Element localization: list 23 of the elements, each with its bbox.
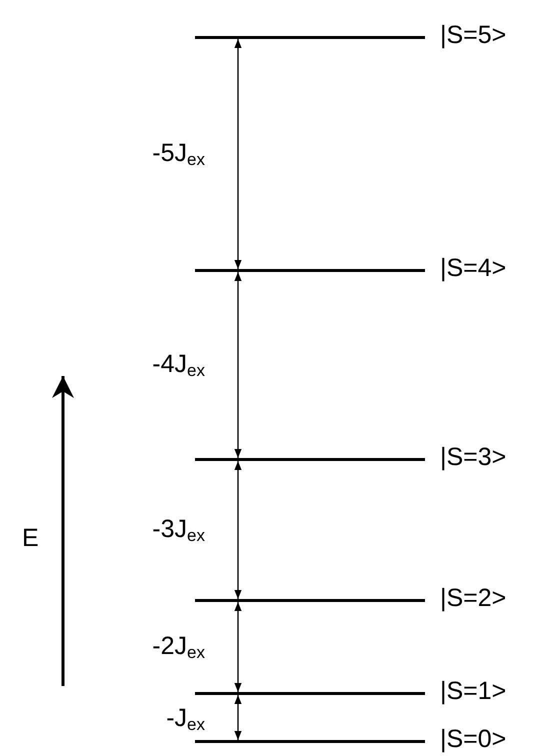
state-label: |S=4> [440, 254, 506, 282]
energy-level-line [195, 36, 425, 39]
double-arrow [234, 602, 242, 692]
energy-gap-label: -3J$_{ex}$ [152, 514, 205, 546]
state-label: |S=3> [440, 443, 506, 471]
state-label: |S=0> [440, 725, 506, 753]
energy-gap-label: -J$_{ex}$ [166, 704, 205, 736]
energy-level-line [195, 458, 425, 461]
axis-label: E [22, 524, 39, 552]
energy-level-line [195, 269, 425, 272]
double-arrow [234, 39, 242, 269]
energy-gap-label: -2J$_{ex}$ [152, 632, 205, 664]
state-label: |S=2> [440, 584, 506, 612]
double-arrow [234, 461, 242, 599]
energy-level-line [195, 740, 425, 743]
energy-level-line [195, 599, 425, 602]
state-label: |S=1> [440, 677, 506, 705]
energy-level-line [195, 692, 425, 695]
state-label: |S=5> [440, 21, 506, 49]
double-arrow [234, 272, 242, 458]
double-arrow [234, 695, 242, 740]
energy-gap-label: -4J$_{ex}$ [152, 350, 205, 382]
energy-gap-label: -5J$_{ex}$ [152, 138, 205, 170]
